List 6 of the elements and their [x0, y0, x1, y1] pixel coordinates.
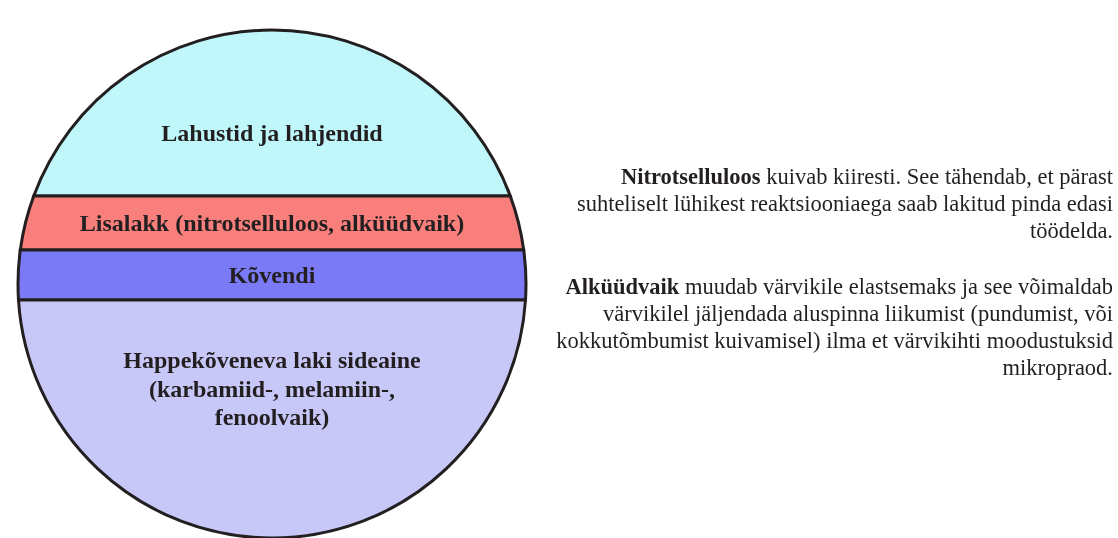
layer-label: Lahustid ja lahjendid — [161, 118, 383, 148]
description-paragraph: Alküüdvaik muudab värvikile elastsemaks ja see võimaldab värvikilel jäljendada aluspinna liikumist (pundumist, või kokkutõmbumist kuivamisel) ilma et värvikihti moodustuksid mikropraod. — [555, 273, 1113, 381]
layer-label: Happekõveneva laki sideaine (karbamiid-, melamiin-, fenoolvaik) — [122, 345, 422, 433]
description-paragraph: Nitrotselluloos kuivab kiiresti. See tähendab, et pärast suhteliselt lühikest reaktsiooniaega saab lakitud pinda edasi töödelda. — [575, 163, 1113, 244]
layer-label: Kõvendi — [228, 260, 316, 290]
layer-label: Lisalakk (nitrotselluloos, alküüdvaik) — [79, 208, 465, 238]
